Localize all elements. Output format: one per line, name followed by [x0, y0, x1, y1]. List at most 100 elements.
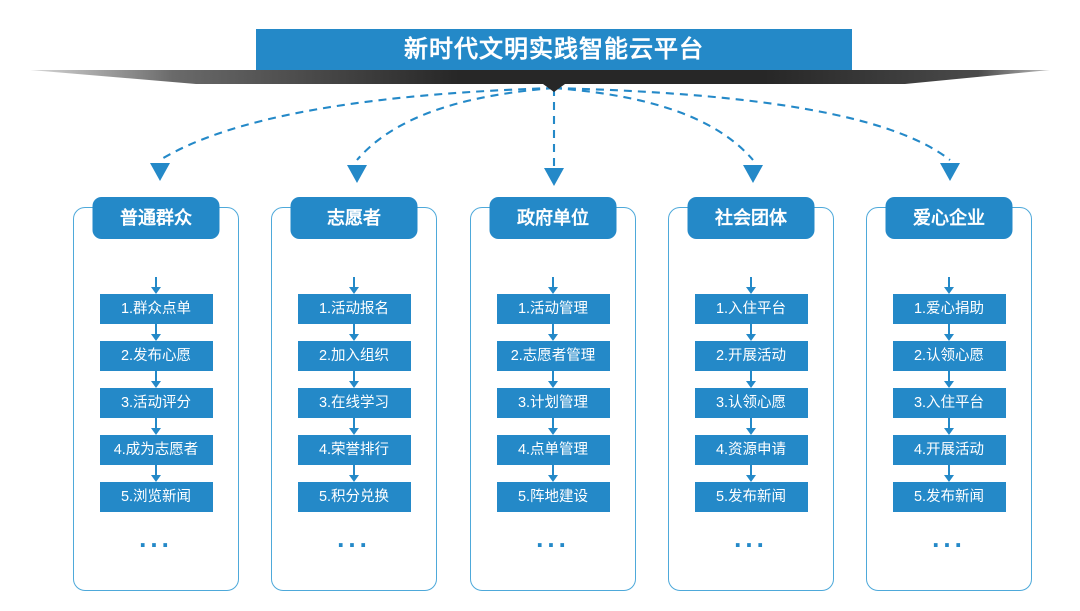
step-label: 5.积分兑换 [318, 488, 390, 505]
down-arrow-icon [746, 371, 756, 388]
step-box[interactable]: 5.积分兑换 [297, 482, 411, 512]
step-label: 4.点单管理 [517, 441, 589, 458]
column-caring-enterprise[interactable]: 爱心企业 1.爱心捐助 2.认领心愿 3.入住平台 4.开展活动 5.发布新闻... [866, 197, 1032, 591]
column-social-group[interactable]: 社会团体 1.入住平台 2.开展活动 3.认领心愿 4.资源申请 5.发布新闻... [668, 197, 834, 591]
step-label: 1.活动报名 [318, 300, 390, 317]
down-arrow-icon [746, 277, 756, 294]
step-label: 1.入住平台 [715, 300, 787, 317]
step-box[interactable]: 5.阵地建设 [496, 482, 610, 512]
down-arrow-icon [548, 277, 558, 294]
step-label: 4.成为志愿者 [113, 441, 199, 458]
step-box[interactable]: 3.入住平台 [892, 388, 1006, 418]
down-arrow-icon [746, 324, 756, 341]
down-arrow-icon [944, 324, 954, 341]
page-title: 新时代文明实践智能云平台 [404, 35, 704, 63]
step-box[interactable]: 4.成为志愿者 [99, 435, 213, 465]
more-ellipsis: ... [337, 523, 371, 553]
step-box[interactable]: 2.志愿者管理 [496, 341, 610, 371]
step-label: 4.资源申请 [715, 441, 787, 458]
column-header-ordinary-public[interactable]: 普通群众 [92, 197, 220, 239]
step-label: 2.志愿者管理 [510, 347, 596, 364]
step-box[interactable]: 4.点单管理 [496, 435, 610, 465]
down-arrow-icon [746, 418, 756, 435]
step-box[interactable]: 1.群众点单 [99, 294, 213, 324]
step-box[interactable]: 1.活动管理 [496, 294, 610, 324]
step-label: 3.在线学习 [318, 394, 390, 411]
step-label: 1.爱心捐助 [913, 300, 985, 317]
step-label: 5.发布新闻 [913, 488, 985, 505]
down-arrow-icon [548, 371, 558, 388]
down-arrow-icon [548, 324, 558, 341]
step-label: 5.发布新闻 [715, 488, 787, 505]
down-arrow-icon [349, 418, 359, 435]
down-arrow-icon [746, 465, 756, 482]
down-arrow-icon [151, 324, 161, 341]
column-header-volunteer[interactable]: 志愿者 [290, 197, 418, 239]
step-label: 2.开展活动 [715, 347, 787, 364]
step-label: 5.阵地建设 [517, 488, 589, 505]
step-box[interactable]: 4.资源申请 [694, 435, 808, 465]
column-steps-government-unit: 1.活动管理 2.志愿者管理 3.计划管理 4.点单管理 5.阵地建设... [471, 277, 635, 553]
step-box[interactable]: 5.浏览新闻 [99, 482, 213, 512]
column-steps-caring-enterprise: 1.爱心捐助 2.认领心愿 3.入住平台 4.开展活动 5.发布新闻... [867, 277, 1031, 553]
down-arrow-icon [944, 465, 954, 482]
down-arrow-icon [349, 465, 359, 482]
column-header-label: 普通群众 [120, 208, 192, 228]
step-label: 3.入住平台 [913, 394, 985, 411]
step-box[interactable]: 4.开展活动 [892, 435, 1006, 465]
step-label: 1.活动管理 [517, 300, 589, 317]
step-box[interactable]: 2.认领心愿 [892, 341, 1006, 371]
platform-title-banner: 新时代文明实践智能云平台 [256, 29, 852, 70]
more-ellipsis: ... [932, 523, 966, 553]
step-box[interactable]: 3.认领心愿 [694, 388, 808, 418]
step-box[interactable]: 5.发布新闻 [694, 482, 808, 512]
down-arrow-icon [944, 371, 954, 388]
step-label: 2.认领心愿 [913, 347, 985, 364]
step-box[interactable]: 2.发布心愿 [99, 341, 213, 371]
column-volunteer[interactable]: 志愿者 1.活动报名 2.加入组织 3.在线学习 4.荣誉排行 5.积分兑换... [271, 197, 437, 591]
step-label: 2.发布心愿 [120, 347, 192, 364]
step-box[interactable]: 3.活动评分 [99, 388, 213, 418]
column-header-label: 社会团体 [715, 208, 787, 228]
column-header-label: 政府单位 [517, 208, 589, 228]
down-arrow-icon [944, 277, 954, 294]
platform-title-bar: 新时代文明实践智能云平台 [256, 29, 852, 70]
down-arrow-icon [151, 371, 161, 388]
column-header-government-unit[interactable]: 政府单位 [489, 197, 617, 239]
step-label: 2.加入组织 [318, 347, 390, 364]
step-box[interactable]: 3.计划管理 [496, 388, 610, 418]
column-steps-social-group: 1.入住平台 2.开展活动 3.认领心愿 4.资源申请 5.发布新闻... [669, 277, 833, 553]
step-label: 4.开展活动 [913, 441, 985, 458]
step-box[interactable]: 3.在线学习 [297, 388, 411, 418]
column-steps-volunteer: 1.活动报名 2.加入组织 3.在线学习 4.荣誉排行 5.积分兑换... [272, 277, 436, 553]
more-ellipsis: ... [139, 523, 173, 553]
step-box[interactable]: 4.荣誉排行 [297, 435, 411, 465]
step-box[interactable]: 1.活动报名 [297, 294, 411, 324]
step-box[interactable]: 1.爱心捐助 [892, 294, 1006, 324]
down-arrow-icon [151, 277, 161, 294]
down-arrow-icon [548, 418, 558, 435]
step-box[interactable]: 1.入住平台 [694, 294, 808, 324]
step-label: 5.浏览新闻 [120, 488, 192, 505]
step-label: 4.荣誉排行 [318, 441, 390, 458]
step-box[interactable]: 5.发布新闻 [892, 482, 1006, 512]
column-government-unit[interactable]: 政府单位 1.活动管理 2.志愿者管理 3.计划管理 4.点单管理 5.阵地建设... [470, 197, 636, 591]
step-box[interactable]: 2.加入组织 [297, 341, 411, 371]
step-label: 1.群众点单 [120, 300, 192, 317]
step-label: 3.活动评分 [120, 394, 192, 411]
down-arrow-icon [151, 418, 161, 435]
column-ordinary-public[interactable]: 普通群众 1.群众点单 2.发布心愿 3.活动评分 4.成为志愿者 5.浏览新闻... [73, 197, 239, 591]
step-box[interactable]: 2.开展活动 [694, 341, 808, 371]
column-steps-ordinary-public: 1.群众点单 2.发布心愿 3.活动评分 4.成为志愿者 5.浏览新闻... [74, 277, 238, 553]
down-arrow-icon [944, 418, 954, 435]
column-header-caring-enterprise[interactable]: 爱心企业 [885, 197, 1013, 239]
step-label: 3.计划管理 [517, 394, 589, 411]
down-arrow-icon [349, 277, 359, 294]
down-arrow-icon [151, 465, 161, 482]
more-ellipsis: ... [536, 523, 570, 553]
step-label: 3.认领心愿 [715, 394, 787, 411]
column-header-social-group[interactable]: 社会团体 [687, 197, 815, 239]
column-header-label: 爱心企业 [913, 208, 985, 228]
more-ellipsis: ... [734, 523, 768, 553]
